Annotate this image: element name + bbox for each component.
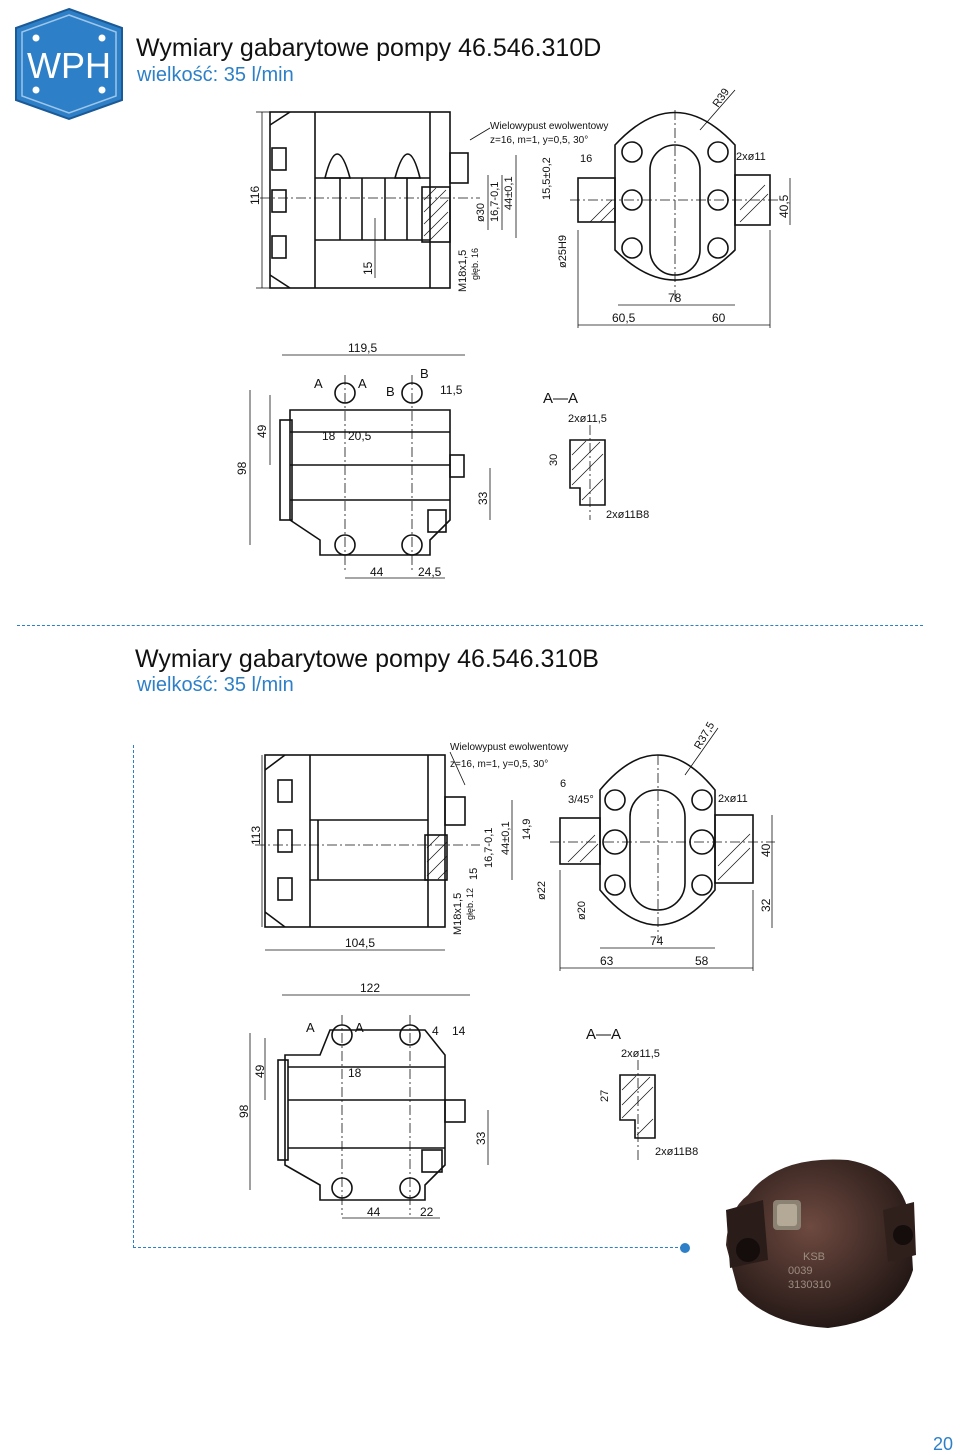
dim-74: 74 <box>650 934 664 948</box>
dim-44: 44±0,1 <box>503 176 515 210</box>
dim-24-5: 24,5 <box>418 565 442 579</box>
dim-holes-b: 2xø11 <box>718 793 748 805</box>
dim-78: 78 <box>668 291 682 305</box>
dim-15-b: 15 <box>468 868 480 880</box>
side-view-310b: 113 104,5 M18x1,5 głęb. 12 15 16,7-0,1 4… <box>249 742 568 951</box>
section-a-3: A <box>306 1020 315 1035</box>
dim-32: 32 <box>759 898 773 912</box>
section-aa-label-b: A—A <box>586 1026 621 1043</box>
dim-60-5: 60,5 <box>612 311 636 325</box>
frame-bottom-line <box>133 1247 683 1248</box>
section-aa-label: A—A <box>543 390 578 407</box>
dim-44-b: 44±0,1 <box>500 821 512 855</box>
dim-dia25: ø25H9 <box>557 235 569 268</box>
section-1-subtitle: wielkość: 35 l/min <box>137 64 294 86</box>
dim-16b: 16 <box>580 153 592 165</box>
spline-note-1: Wielowypust ewolwentowy <box>490 121 608 132</box>
section-a-4: A <box>355 1020 364 1035</box>
dim-98b: 98 <box>237 1104 251 1118</box>
section-separator <box>17 625 923 626</box>
dim-11-5: 11,5 <box>440 383 463 397</box>
dim-22: 22 <box>420 1205 434 1219</box>
photo-marking-3: 3130310 <box>788 1279 831 1291</box>
dim-depth: głęb. 16 <box>470 248 480 280</box>
dim-14-9: 14,9 <box>521 819 533 840</box>
top-view-310b: 122 A A 4 14 49 98 18 33 44 22 <box>237 981 489 1219</box>
dim-49: 49 <box>255 424 269 438</box>
photo-marking-2: 0039 <box>788 1265 812 1277</box>
side-view-310d: 116 15 M18x1,5 głęb. 16 ø30 16,7-0,1 44±… <box>248 111 608 292</box>
front-view-310d: R39 15,5±0,2 16 2xø11 40,5 ø25H9 78 60,5… <box>541 86 791 328</box>
dim-depth-b: głęb. 12 <box>465 888 475 920</box>
section-top-dim-b: 2xø11,5 <box>621 1048 660 1060</box>
dim-r39: R39 <box>711 86 732 109</box>
dim-44b: 44 <box>370 565 384 579</box>
front-view-310b: R37,5 6 3/45° 2xø11 14,9 ø22 ø20 40 32 7… <box>521 720 775 971</box>
wph-logo: WPH <box>10 6 128 122</box>
dim-r37-5: R37,5 <box>692 720 717 751</box>
dim-6: 6 <box>560 778 566 790</box>
dim-dia20: ø20 <box>576 901 588 920</box>
dim-33: 33 <box>476 491 490 505</box>
section-height-dim-b: 27 <box>599 1090 611 1102</box>
section-b-2: B <box>420 366 429 381</box>
drawing-310d: 116 15 M18x1,5 głęb. 16 ø30 16,7-0,1 44±… <box>235 86 791 579</box>
dim-49b: 49 <box>253 1064 267 1078</box>
dim-40-5: 40,5 <box>777 194 791 218</box>
section-2-title: Wymiary gabarytowe pompy 46.546.310B <box>135 645 599 673</box>
section-b-1: B <box>386 384 395 399</box>
dim-thread: M18x1,5 <box>457 250 469 292</box>
spline-note-b-2: z=16, m=1, y=0,5, 30° <box>450 759 548 770</box>
dim-122: 122 <box>360 981 380 995</box>
section-aa-310b: A—A 2xø11,5 27 2xø11B8 <box>586 1026 698 1160</box>
dim-holes: 2xø11 <box>736 151 766 163</box>
dim-116: 116 <box>248 186 262 205</box>
dim-33b: 33 <box>474 1131 488 1145</box>
section-top-dim: 2xø11,5 <box>568 413 607 425</box>
dim-44c: 44 <box>367 1205 381 1219</box>
dim-4: 4 <box>432 1024 439 1038</box>
dim-113: 113 <box>249 826 263 845</box>
section-a-2: A <box>358 376 367 391</box>
frame-end-dot <box>680 1243 690 1253</box>
dim-119-5: 119,5 <box>348 341 377 355</box>
section-bottom-dim: 2xø11B8 <box>606 509 649 521</box>
photo-marking-1: KSB <box>803 1251 825 1263</box>
logo-text: WPH <box>27 45 111 86</box>
dim-15: 15 <box>361 261 375 275</box>
dim-14: 14 <box>452 1024 466 1038</box>
section-a-1: A <box>314 376 323 391</box>
section-1-title: Wymiary gabarytowe pompy 46.546.310D <box>136 34 602 62</box>
dim-60: 60 <box>712 311 726 325</box>
dim-63: 63 <box>600 954 614 968</box>
top-view-310d: 119,5 A A B B 11,5 49 98 18 20,5 33 44 2… <box>235 341 491 579</box>
dim-15-5: 15,5±0,2 <box>541 157 553 200</box>
dim-18b: 18 <box>348 1066 362 1080</box>
dim-dia22: ø22 <box>536 881 548 900</box>
dim-16-7: 16,7-0,1 <box>489 182 501 222</box>
drawing-310b: 113 104,5 M18x1,5 głęb. 12 15 16,7-0,1 4… <box>237 720 775 1219</box>
dim-thread-b: M18x1,5 <box>452 893 464 935</box>
dim-98: 98 <box>235 461 249 475</box>
section-bottom-dim-b: 2xø11B8 <box>655 1146 698 1158</box>
dim-104-5: 104,5 <box>345 936 375 950</box>
frame-left-line <box>133 745 134 1248</box>
dim-58: 58 <box>695 954 709 968</box>
spline-note-b-1: Wielowypust ewolwentowy <box>450 742 568 753</box>
dim-16-7-b: 16,7-0,1 <box>483 828 495 868</box>
spline-note-2: z=16, m=1, y=0,5, 30° <box>490 135 588 146</box>
pump-photo: KSB 0039 3130310 <box>718 1150 918 1330</box>
dim-18: 18 <box>322 429 336 443</box>
dim-dia30: ø30 <box>475 203 487 222</box>
section-2-subtitle: wielkość: 35 l/min <box>137 674 294 696</box>
section-aa-310d: A—A 2xø11,5 30 2xø11B8 <box>543 390 649 521</box>
section-height-dim: 30 <box>548 454 560 466</box>
page-number: 20 <box>933 1434 954 1454</box>
dim-chamfer: 3/45° <box>568 794 594 806</box>
dim-40: 40 <box>759 843 773 857</box>
dim-20-5: 20,5 <box>348 429 372 443</box>
